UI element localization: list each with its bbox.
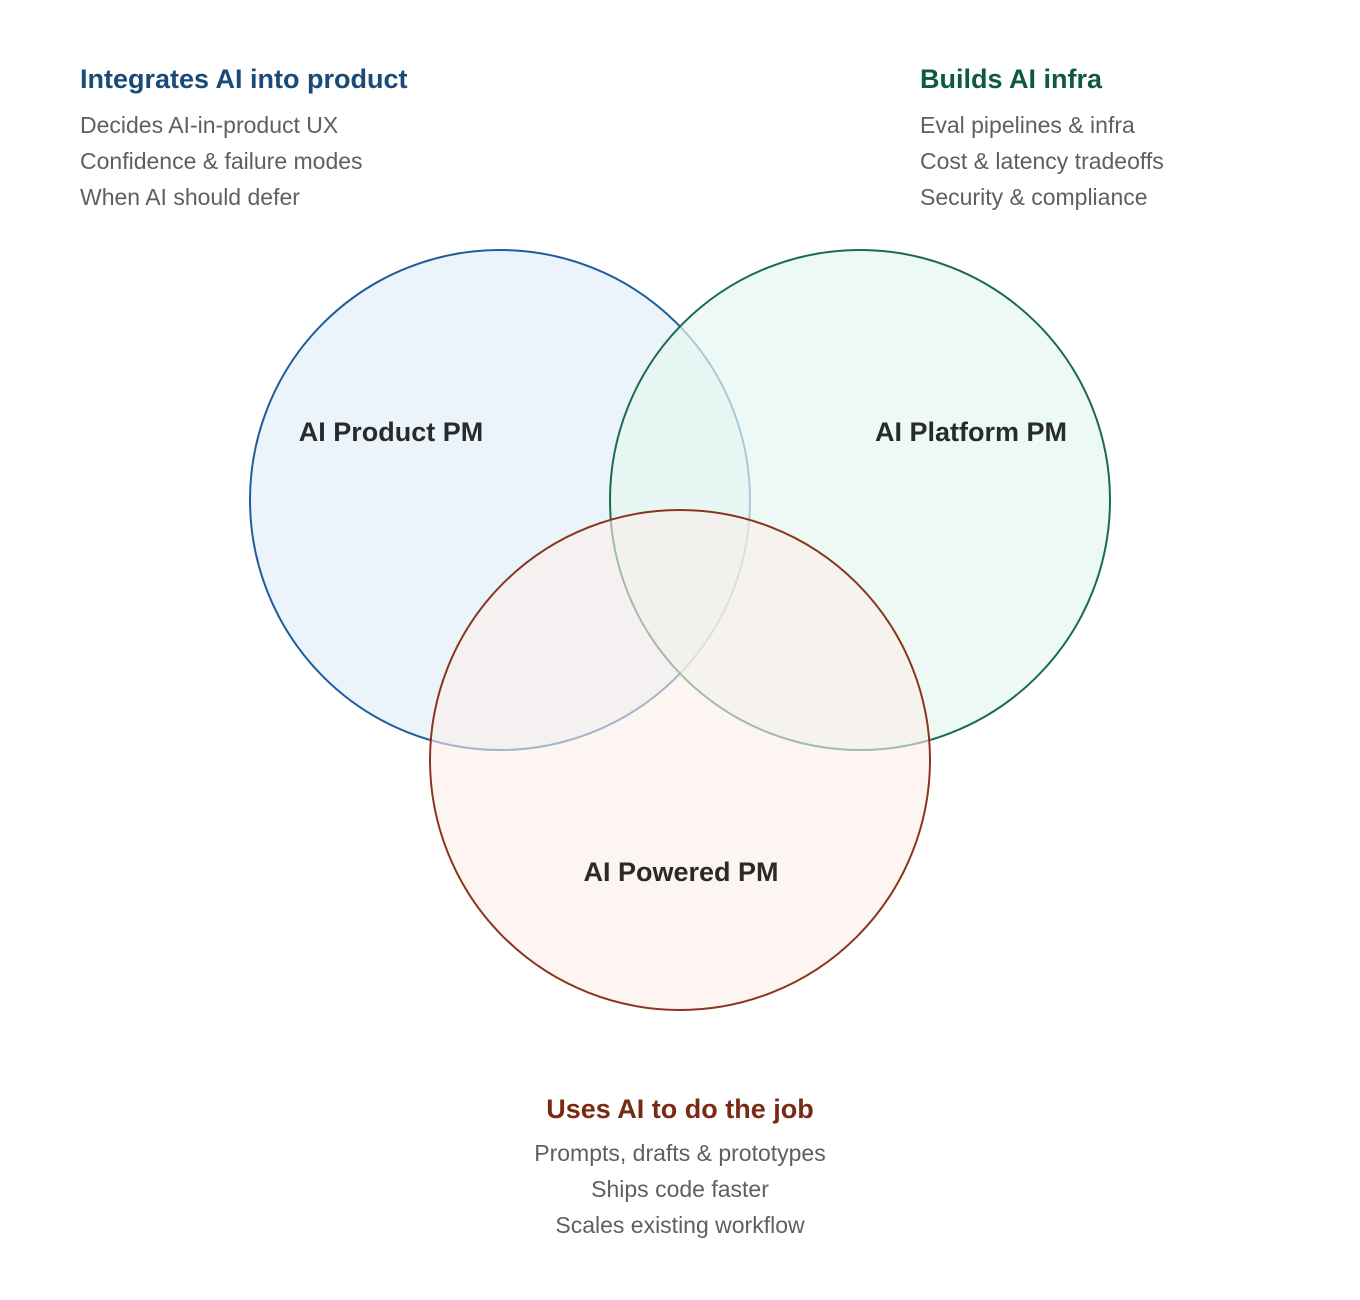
ai-product-annotation-title: Integrates AI into product xyxy=(80,64,408,94)
ai-product-annotation: Integrates AI into product Decides AI-in… xyxy=(80,63,408,215)
ai-product-annotation-item: When AI should defer xyxy=(80,184,300,210)
ai-powered-pm-label: AI Powered PM xyxy=(583,857,778,887)
ai-powered-annotation-item: Ships code faster xyxy=(591,1176,769,1202)
ai-powered-annotation-item: Scales existing workflow xyxy=(555,1212,805,1238)
ai-powered-annotation-item: Prompts, drafts & prototypes xyxy=(534,1140,826,1166)
ai-powered-annotation-title: Uses AI to do the job xyxy=(546,1094,814,1124)
ai-product-pm-label: AI Product PM xyxy=(299,417,484,447)
ai-platform-pm-label: AI Platform PM xyxy=(875,417,1067,447)
ai-powered-pm-circle xyxy=(429,509,931,1011)
ai-platform-annotation: Builds AI infra Eval pipelines & infra C… xyxy=(920,63,1164,215)
ai-product-annotation-item: Decides AI-in-product UX xyxy=(80,112,339,138)
ai-product-annotation-item: Confidence & failure modes xyxy=(80,148,363,174)
ai-platform-annotation-title: Builds AI infra xyxy=(920,64,1103,94)
ai-platform-annotation-item: Security & compliance xyxy=(920,184,1148,210)
ai-powered-annotation: Uses AI to do the job Prompts, drafts & … xyxy=(380,1093,980,1243)
ai-platform-annotation-item: Cost & latency tradeoffs xyxy=(920,148,1164,174)
ai-platform-annotation-item: Eval pipelines & infra xyxy=(920,112,1135,138)
